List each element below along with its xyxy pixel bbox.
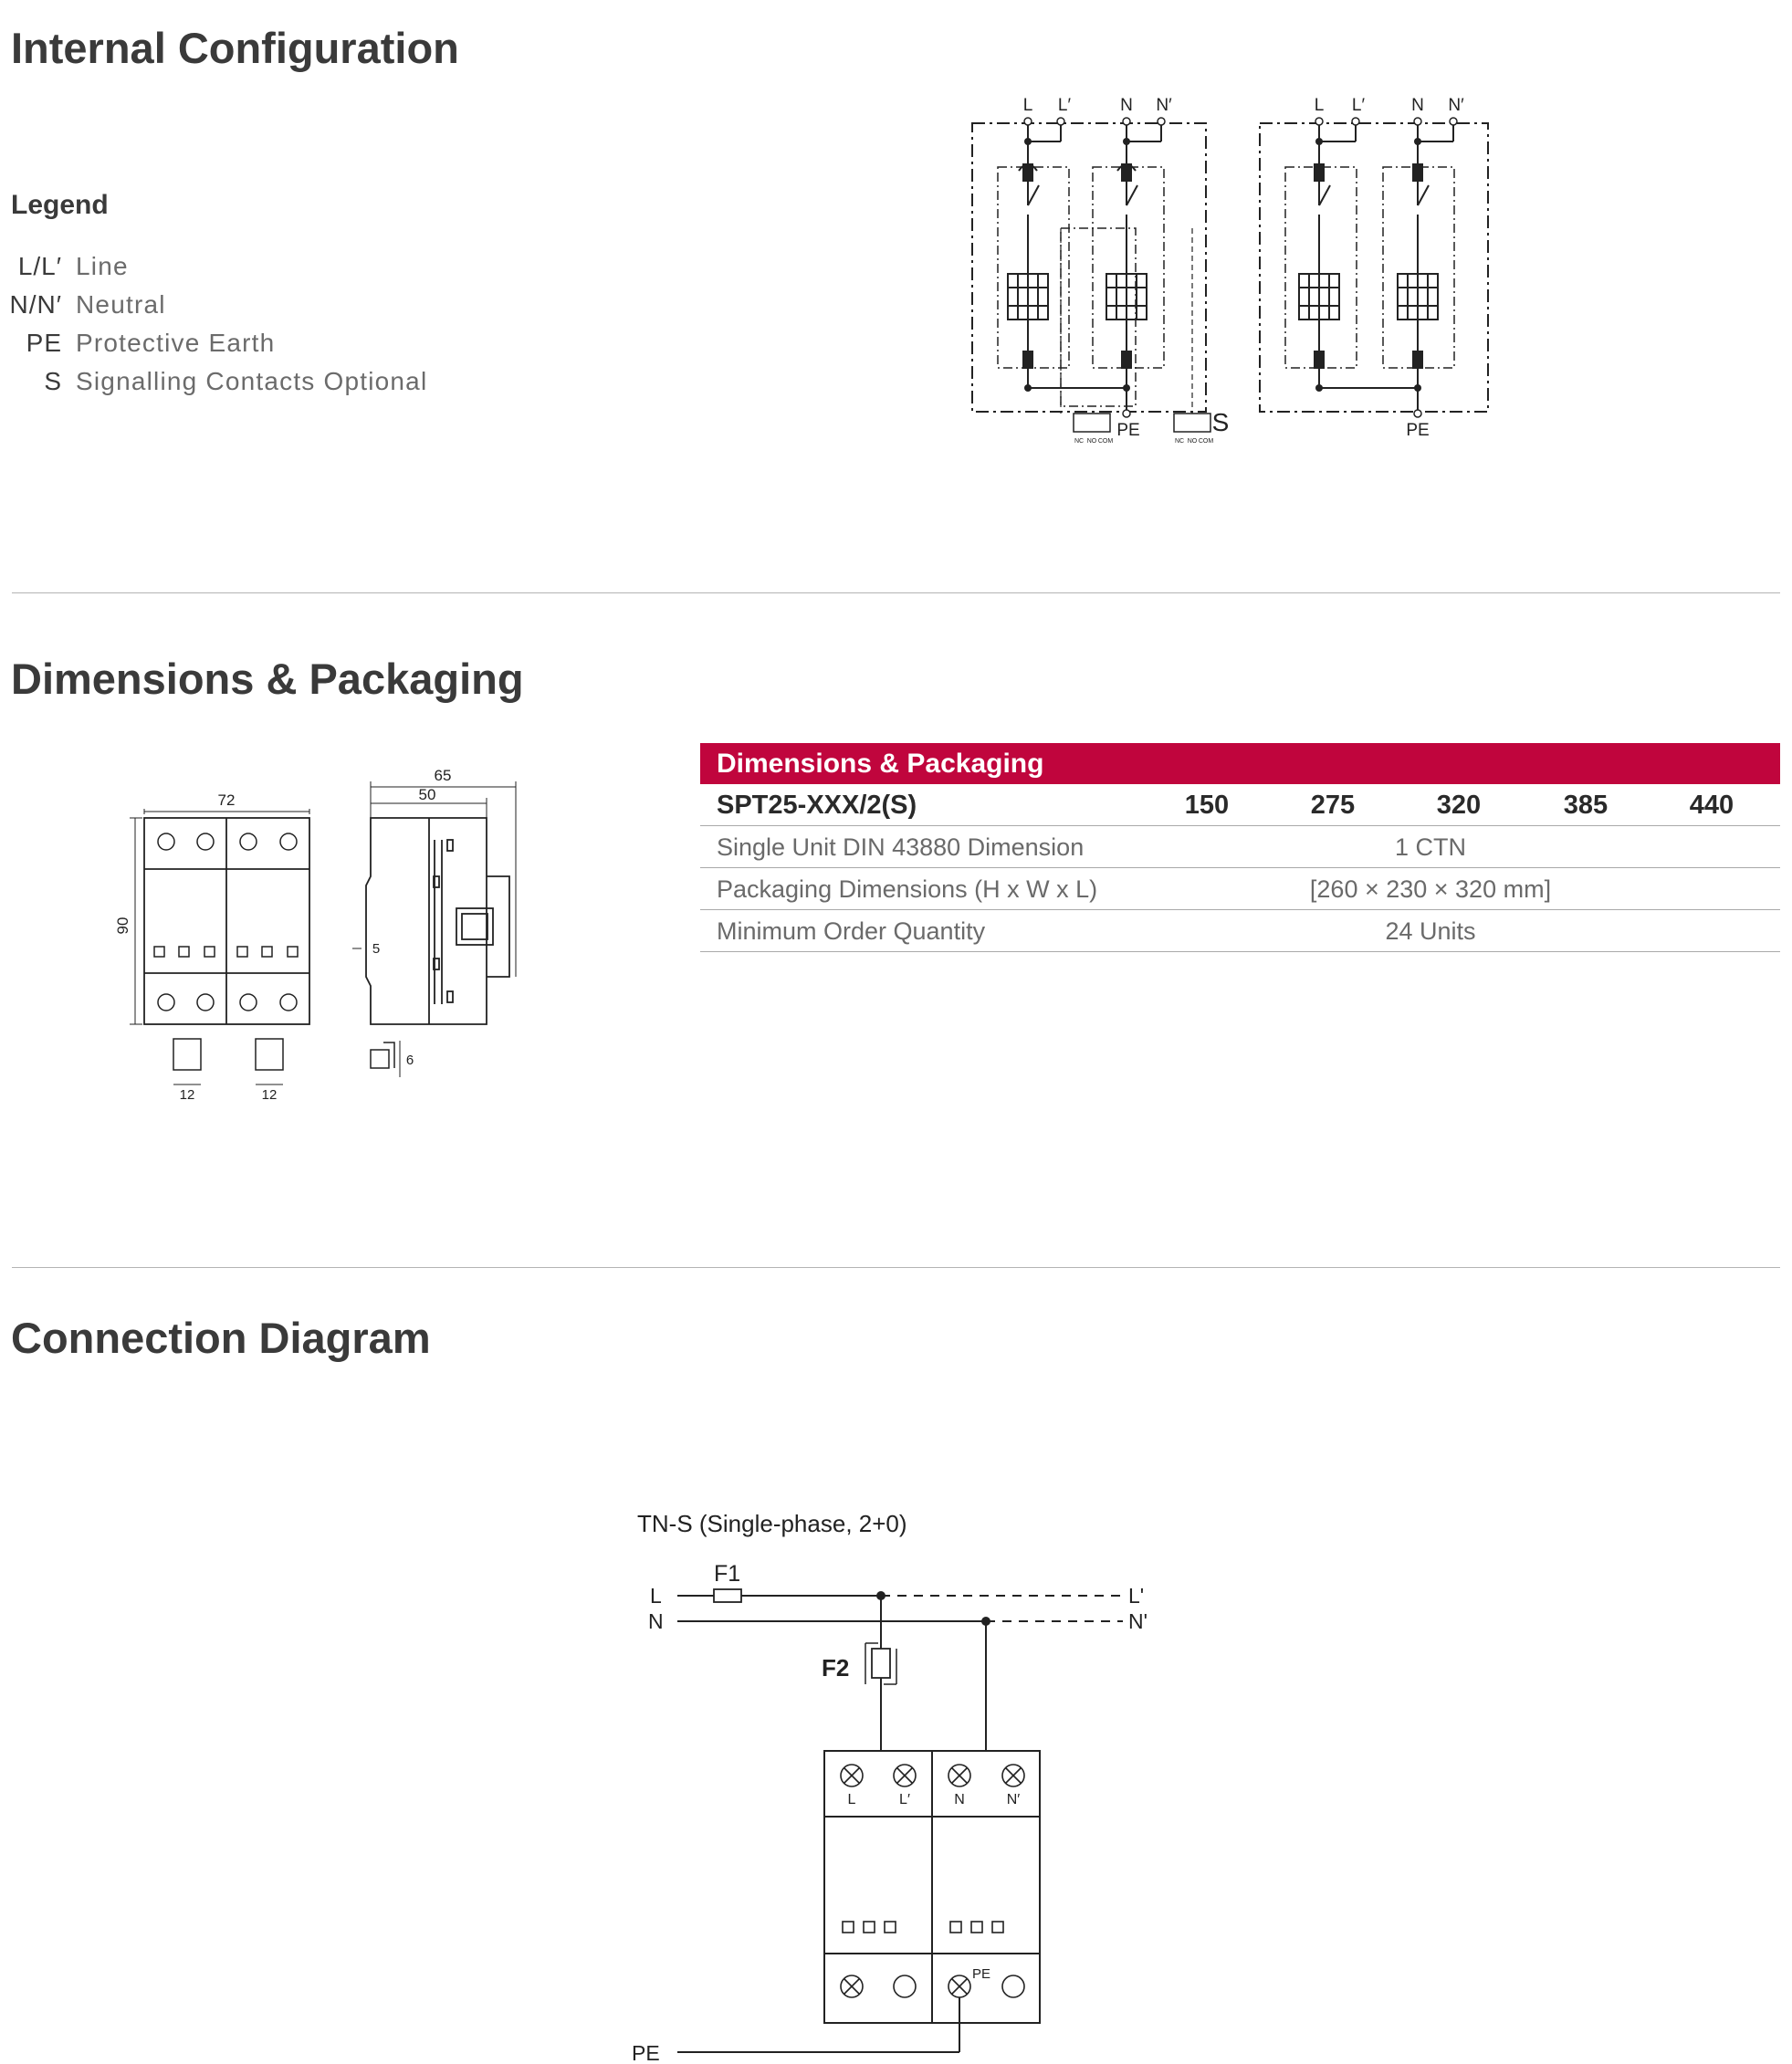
device-terminal-label: L′ bbox=[899, 1792, 910, 1807]
table-model-row: SPT25-XXX/2(S) 150 275 320 385 440 bbox=[700, 784, 1780, 826]
section-title-dimensions-packaging: Dimensions & Packaging bbox=[11, 655, 524, 703]
contact-nc-label: NC bbox=[1074, 438, 1084, 445]
row-value: 24 Units bbox=[1385, 917, 1476, 945]
terminal-l-label: L bbox=[1315, 96, 1325, 115]
device-terminal-label: N′ bbox=[1007, 1792, 1021, 1807]
module-with-signalling bbox=[971, 121, 1211, 433]
legend-abbr: N/N′ bbox=[9, 290, 62, 319]
terminal-n-label: N bbox=[1411, 96, 1424, 115]
fuse-f1-label: F1 bbox=[714, 1561, 740, 1587]
internal-configuration-diagram: L L′ N N′ L L′ N N′ PE PE S NC NO COM NC… bbox=[971, 96, 1489, 445]
legend-desc: Signalling Contacts Optional bbox=[76, 367, 428, 395]
contact-no-label: NO bbox=[1188, 438, 1198, 445]
table-row: Single Unit DIN 43880 Dimension 1 CTN bbox=[700, 826, 1780, 868]
contact-nc-label: NC bbox=[1175, 438, 1184, 445]
voltage-320: 320 bbox=[1436, 791, 1482, 820]
terminal-n-label: N bbox=[1120, 96, 1133, 115]
device-pe-label: PE bbox=[972, 1966, 990, 1982]
legend-desc: Neutral bbox=[76, 290, 166, 319]
legend-abbr: PE bbox=[26, 329, 62, 357]
device-terminal-label: N bbox=[954, 1792, 965, 1807]
legend-item-neutral: N/N′ Neutral bbox=[0, 290, 548, 327]
section-divider bbox=[12, 592, 1780, 593]
row-label: Minimum Order Quantity bbox=[717, 917, 986, 945]
connection-title: TN-S (Single-phase, 2+0) bbox=[637, 1510, 907, 1537]
legend-item-signalling: S Signalling Contacts Optional bbox=[0, 367, 548, 403]
row-label: Packaging Dimensions (H x W x L) bbox=[717, 875, 1098, 903]
width-dimension-label: 72 bbox=[218, 791, 236, 809]
depth-50-label: 50 bbox=[419, 786, 436, 803]
dim-12-label: 12 bbox=[180, 1087, 195, 1103]
voltage-440: 440 bbox=[1689, 791, 1734, 820]
terminal-n-prime-label: N′ bbox=[1156, 96, 1172, 115]
legend-desc: Protective Earth bbox=[76, 329, 276, 357]
dimensions-table: Dimensions & Packaging SPT25-XXX/2(S) 15… bbox=[700, 743, 1780, 952]
line-out-label: L' bbox=[1128, 1584, 1144, 1608]
voltage-275: 275 bbox=[1310, 791, 1356, 820]
table-row: Packaging Dimensions (H x W x L) [260 × … bbox=[700, 868, 1780, 910]
dim-12-label: 12 bbox=[262, 1087, 278, 1103]
row-value: 1 CTN bbox=[1394, 833, 1466, 861]
line-in-label: L bbox=[650, 1584, 662, 1608]
table-header: Dimensions & Packaging bbox=[700, 743, 1780, 784]
legend-title: Legend bbox=[11, 190, 109, 220]
legend-item-line: L/L′ Line bbox=[0, 252, 548, 288]
dimension-drawing: 72 90 65 50 5 6 12 12 bbox=[114, 767, 517, 1103]
contact-com-label: COM bbox=[1098, 438, 1114, 445]
module-without-signalling bbox=[1259, 121, 1489, 415]
row-value: [260 × 230 × 320 mm] bbox=[1309, 875, 1552, 903]
terminal-n-prime-label: N′ bbox=[1448, 96, 1464, 115]
legend-item-protective-earth: PE Protective Earth bbox=[0, 329, 548, 365]
terminal-l-prime-label: L′ bbox=[1352, 96, 1366, 115]
terminal-l-prime-label: L′ bbox=[1058, 96, 1072, 115]
neutral-out-label: N' bbox=[1128, 1609, 1148, 1633]
pe-label: PE bbox=[1116, 421, 1139, 440]
dim-5-label: 5 bbox=[372, 941, 380, 957]
legend-abbr: S bbox=[44, 367, 62, 395]
terminal-l-label: L bbox=[1023, 96, 1033, 115]
pe-label: PE bbox=[632, 2041, 660, 2064]
legend-desc: Line bbox=[76, 252, 129, 280]
contact-no-label: NO bbox=[1087, 438, 1097, 445]
section-title-internal-configuration: Internal Configuration bbox=[11, 24, 459, 72]
contact-com-label: COM bbox=[1199, 438, 1214, 445]
section-divider bbox=[12, 1267, 1780, 1268]
signal-label: S bbox=[1212, 408, 1230, 436]
neutral-in-label: N bbox=[648, 1609, 664, 1633]
model-name: SPT25-XXX/2(S) bbox=[717, 791, 917, 820]
height-dimension-label: 90 bbox=[114, 917, 131, 935]
section-title-connection-diagram: Connection Diagram bbox=[11, 1314, 431, 1362]
device-terminal-label: L bbox=[848, 1792, 856, 1807]
depth-65-label: 65 bbox=[435, 767, 452, 784]
voltage-150: 150 bbox=[1184, 791, 1230, 820]
voltage-385: 385 bbox=[1563, 791, 1609, 820]
fuse-f2-label: F2 bbox=[822, 1654, 849, 1682]
row-label: Single Unit DIN 43880 Dimension bbox=[717, 833, 1085, 861]
legend-abbr: L/L′ bbox=[17, 252, 62, 280]
dim-6-label: 6 bbox=[406, 1053, 414, 1068]
connection-diagram: TN-S (Single-phase, 2+0) bbox=[632, 1510, 1148, 2064]
pe-label: PE bbox=[1406, 421, 1429, 440]
table-row: Minimum Order Quantity 24 Units bbox=[700, 910, 1780, 952]
